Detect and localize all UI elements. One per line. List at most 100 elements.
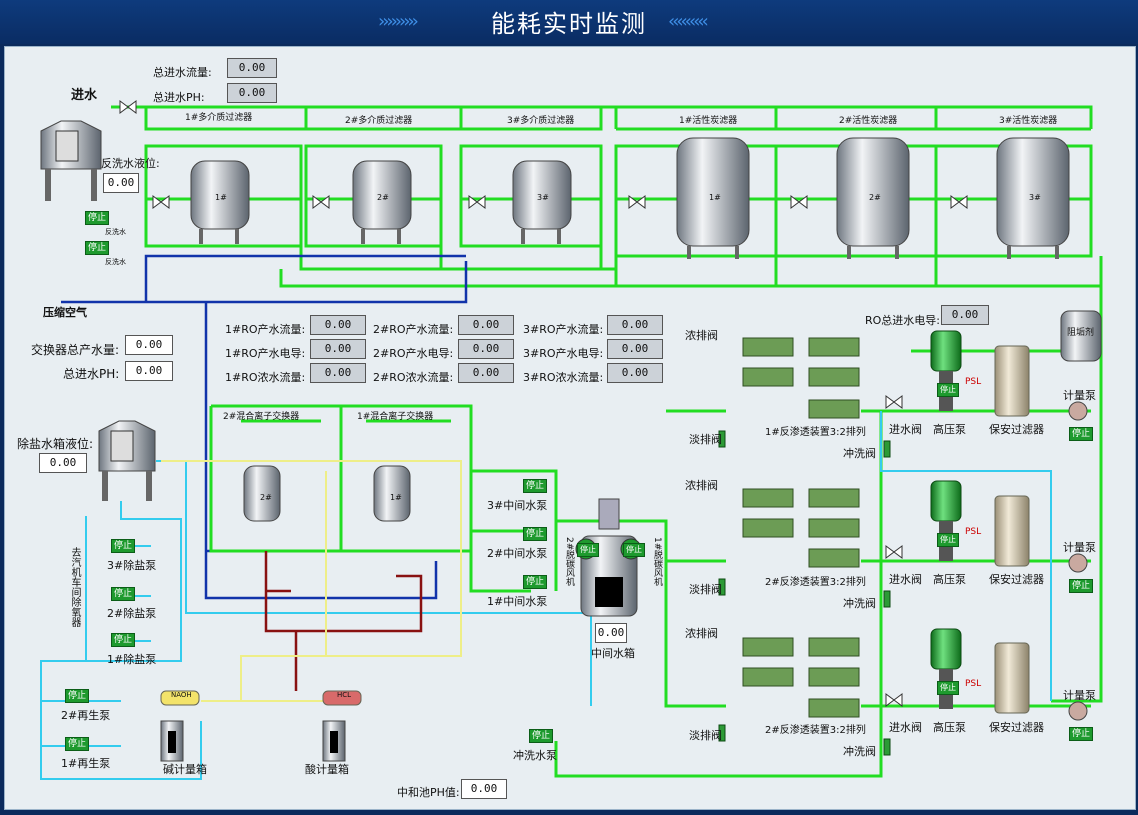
dosing-pump-1-stop[interactable]: 停止 bbox=[1069, 427, 1094, 441]
ro2-conc-flow-value: 0.00 bbox=[458, 363, 514, 383]
dosing-pumps bbox=[1068, 401, 1088, 721]
exchanger-ph-label: 总进水PH: bbox=[63, 367, 120, 381]
hp-pump-1-stop[interactable]: 停止 bbox=[937, 383, 959, 397]
ro1-psl-label: PSL bbox=[965, 377, 982, 387]
ro2-prod-cond-value: 0.00 bbox=[458, 339, 514, 359]
ro1-conc-flow-value: 0.00 bbox=[310, 363, 366, 383]
total-ph-label: 总进水PH: bbox=[153, 91, 205, 104]
desalt-tank[interactable] bbox=[98, 420, 156, 501]
hcl-tank[interactable] bbox=[322, 690, 362, 706]
mid-pump-2-stop[interactable]: 停止 bbox=[523, 527, 548, 541]
desalt-level-value: 0.00 bbox=[39, 453, 87, 473]
regen-pump-1-stop[interactable]: 停止 bbox=[65, 737, 90, 751]
mm-filter-2[interactable] bbox=[352, 160, 412, 244]
ro3-fresh-valve-label: 淡排阀 bbox=[689, 729, 722, 742]
acid-tank-label: 酸计量箱 bbox=[305, 763, 349, 776]
compressed-air-label: 压缩空气 bbox=[43, 306, 87, 319]
hp-pumps bbox=[930, 330, 962, 709]
desalt-level-label: 除盐水箱液位: bbox=[17, 437, 94, 451]
dosing-pump-3-stop[interactable]: 停止 bbox=[1069, 727, 1094, 741]
naoh-tank[interactable] bbox=[160, 690, 200, 706]
exchanger-total-label: 交换器总产水量: bbox=[31, 343, 120, 357]
ro-membranes bbox=[742, 337, 860, 718]
ro3-conc-valve-label: 浓排阀 bbox=[685, 627, 718, 640]
ro3-conc-flow-value: 0.00 bbox=[607, 363, 663, 383]
scale-inhibitor-tank[interactable] bbox=[1060, 310, 1102, 362]
intermediate-tank[interactable] bbox=[575, 498, 642, 617]
filter-label-4: 1#活性炭滤器 bbox=[679, 116, 738, 126]
backwash-pump-1-label: 反洗水 bbox=[105, 228, 126, 236]
mm-filter-3[interactable] bbox=[512, 160, 572, 244]
carbon-filter-2[interactable] bbox=[836, 137, 910, 259]
title-chevrons-right: ‹‹‹‹‹‹‹‹‹ bbox=[668, 11, 709, 32]
ro1-flush-valve-label: 冲洗阀 bbox=[843, 447, 876, 460]
ro1-dosing-label: 计量泵 bbox=[1063, 389, 1096, 402]
mid-pump-3-stop[interactable]: 停止 bbox=[523, 479, 548, 493]
regen-pipes bbox=[264, 551, 423, 691]
filter-tag-4: 1# bbox=[709, 193, 721, 202]
dosing-pump-2-stop[interactable]: 停止 bbox=[1069, 579, 1094, 593]
ro1-title: 1#反渗透装置3:2排列 bbox=[765, 427, 866, 438]
hp-pump-2-stop[interactable]: 停止 bbox=[937, 533, 959, 547]
exchanger-2[interactable] bbox=[243, 465, 281, 522]
compressed-air-pipe bbox=[61, 254, 468, 600]
desalt-pump-2-stop[interactable]: 停止 bbox=[111, 587, 136, 601]
ro1-hp-pump-label: 高压泵 bbox=[933, 423, 966, 436]
ro2-prod-flow-value: 0.00 bbox=[458, 315, 514, 335]
exchanger-2-tag: 2# bbox=[260, 493, 272, 502]
total-flow-value: 0.00 bbox=[227, 58, 277, 78]
ro3-flush-valve-label: 冲洗阀 bbox=[843, 745, 876, 758]
hp-pump-3-stop[interactable]: 停止 bbox=[937, 681, 959, 695]
regen-pump-2-label: 2#再生泵 bbox=[61, 709, 111, 722]
backwash-pump-1-stop[interactable]: 停止 bbox=[85, 211, 110, 225]
flush-pump-stop[interactable]: 停止 bbox=[529, 729, 554, 743]
fan-1-stop[interactable]: 停止 bbox=[623, 543, 645, 557]
ro-total-cond-label: RO总进水电导: bbox=[865, 314, 941, 327]
backwash-tank[interactable] bbox=[40, 120, 102, 201]
mid-tank-label: 中间水箱 bbox=[591, 647, 635, 660]
backwash-level-value: 0.00 bbox=[103, 173, 139, 193]
scale-inhibitor-label: 阻垢剂 bbox=[1067, 328, 1095, 338]
fan-2-stop[interactable]: 停止 bbox=[577, 543, 599, 557]
carbon-filter-3[interactable] bbox=[996, 137, 1070, 259]
neutral-ph-value: 0.00 bbox=[461, 779, 507, 799]
mid-pump-3-label: 3#中间水泵 bbox=[487, 499, 548, 512]
filter-label-3: 3#多介质过滤器 bbox=[507, 116, 575, 126]
ion-exchangers bbox=[243, 465, 411, 522]
mid-pump-1-stop[interactable]: 停止 bbox=[523, 575, 548, 589]
safety-filters bbox=[994, 345, 1030, 714]
title-bar: ››››››››› 能耗实时监测 ‹‹‹‹‹‹‹‹‹ bbox=[0, 0, 1138, 44]
filter-label-5: 2#活性炭滤器 bbox=[839, 116, 898, 126]
ro2-hp-pump-label: 高压泵 bbox=[933, 573, 966, 586]
ro1-prod-cond-value: 0.00 bbox=[310, 339, 366, 359]
backwash-pump-2-stop[interactable]: 停止 bbox=[85, 241, 110, 255]
ro3-dosing-label: 计量泵 bbox=[1063, 689, 1096, 702]
ro2-flush-valve-label: 冲洗阀 bbox=[843, 597, 876, 610]
ro2-psl-label: PSL bbox=[965, 527, 982, 537]
ro1-prod-cond-label: 1#RO产水电导: bbox=[225, 347, 306, 360]
mid-tank-value: 0.00 bbox=[595, 623, 627, 643]
regen-pump-2-stop[interactable]: 停止 bbox=[65, 689, 90, 703]
filter-label-2: 2#多介质过滤器 bbox=[345, 116, 413, 126]
exchanger-total-value: 0.00 bbox=[125, 335, 173, 355]
ro3-hp-pump-label: 高压泵 bbox=[933, 721, 966, 734]
exchanger-1[interactable] bbox=[373, 465, 411, 522]
carbon-filter-1[interactable] bbox=[676, 137, 750, 259]
ro2-conc-flow-label: 2#RO浓水流量: bbox=[373, 371, 454, 384]
hp-pump-3[interactable] bbox=[930, 628, 962, 670]
ro2-prod-flow-label: 2#RO产水流量: bbox=[373, 323, 454, 336]
fan-2-label: 2#脱碳风机 bbox=[564, 537, 574, 587]
total-ph-value: 0.00 bbox=[227, 83, 277, 103]
naoh-label: NAOH bbox=[171, 691, 192, 699]
mm-filter-tanks bbox=[190, 137, 1070, 259]
hp-pump-2[interactable] bbox=[930, 480, 962, 522]
hp-pump-1[interactable] bbox=[930, 330, 962, 372]
mm-filter-1[interactable] bbox=[190, 160, 250, 244]
ro2-filter-label: 保安过滤器 bbox=[989, 573, 1044, 586]
desalt-pump-3-stop[interactable]: 停止 bbox=[111, 539, 136, 553]
neutral-ph-label: 中和池PH值: bbox=[397, 786, 460, 799]
desalt-pump-1-stop[interactable]: 停止 bbox=[111, 633, 136, 647]
exchanger-1-tag: 1# bbox=[390, 493, 402, 502]
exchanger-1-label: 1#混合离子交换器 bbox=[357, 412, 434, 422]
